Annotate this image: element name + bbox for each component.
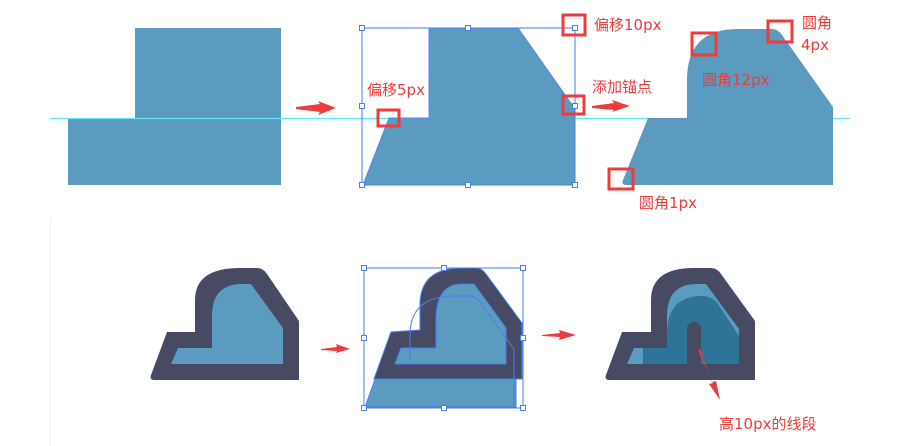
- selection-box[interactable]: [359, 25, 578, 188]
- label-radius-12px: 圆角12px: [702, 71, 770, 89]
- arrow-right-icon: [296, 101, 336, 115]
- label-line-segment: 高10px的线段: [719, 415, 817, 433]
- label-offset-5px: 偏移5px: [367, 81, 425, 99]
- selection-box[interactable]: [361, 265, 526, 411]
- bottom-step3-shape: [605, 268, 755, 380]
- label-radius-1px: 圆角1px: [639, 194, 697, 212]
- arrow-right-icon: [542, 330, 576, 340]
- top-step1-shapes: [68, 28, 281, 185]
- highlight-boxes-step3: [607, 19, 794, 191]
- pointer-arrow-icon: [698, 349, 720, 400]
- top-step3-shape: [622, 29, 833, 185]
- highlight-boxes-step2: [376, 13, 587, 128]
- bottom-step1-shape: [150, 268, 299, 380]
- arrow-right-icon: [321, 344, 350, 353]
- label-radius-4px-line1: 圆角: [802, 14, 833, 32]
- top-step2-shape: [362, 27, 576, 186]
- label-radius-4px-line2: 4px: [801, 36, 829, 54]
- label-add-anchor: 添加锚点: [592, 78, 653, 96]
- bottom-step2-shapes: [364, 267, 523, 408]
- label-offset-10px: 偏移10px: [594, 16, 662, 34]
- arrow-right-icon: [592, 100, 630, 112]
